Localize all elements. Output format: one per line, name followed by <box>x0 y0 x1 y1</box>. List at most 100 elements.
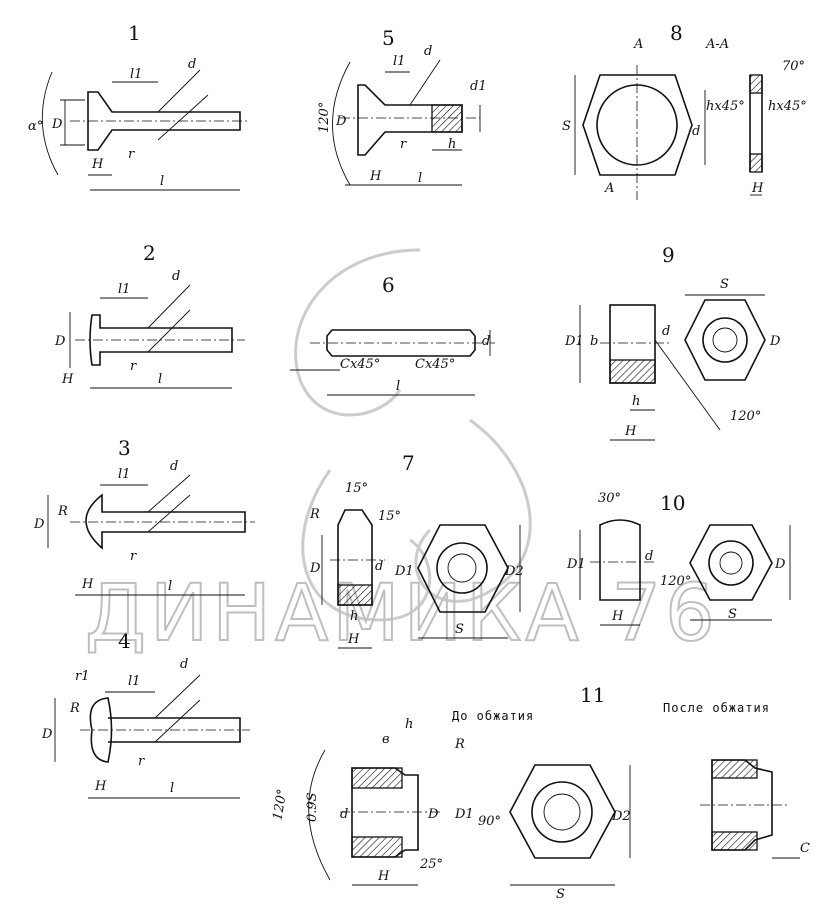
label: l <box>396 379 400 394</box>
label: r <box>128 147 135 162</box>
label: H <box>91 157 104 172</box>
label: l <box>418 171 422 186</box>
figure-number: 4 <box>118 629 131 653</box>
caption-after: После обжатия <box>663 701 770 715</box>
figure-7: 7 15° R 15° D d D1 h H D2 S <box>309 451 524 649</box>
watermark-text: ДИНАМИКА 76 <box>85 569 719 659</box>
figure-number: 11 <box>580 683 605 707</box>
label: D <box>54 334 66 349</box>
label: D2 <box>504 564 524 579</box>
label: Cx45° <box>415 357 455 372</box>
label: d1 <box>470 79 487 94</box>
label: H <box>751 181 764 196</box>
figure-number: 1 <box>128 21 141 45</box>
label: R <box>69 701 80 716</box>
label: d <box>424 44 432 59</box>
label: hx45° <box>706 99 745 114</box>
label: α° <box>28 119 43 134</box>
label: R <box>57 504 68 519</box>
label: l1 <box>393 54 405 69</box>
label: D <box>309 561 321 576</box>
figure-4: 4 r1 l1 d R D H r l <box>41 629 250 799</box>
label: S <box>562 119 571 134</box>
label: A <box>604 181 614 196</box>
label: Cx45° <box>340 357 380 372</box>
label: A <box>633 37 643 52</box>
label: d <box>170 459 178 474</box>
label: 120° <box>270 788 290 821</box>
figure-6: 6 d Cx45° Cx45° l <box>290 273 495 396</box>
figure-11: 11 До обжатия После обжатия в h R 120° 0… <box>270 683 810 902</box>
label: H <box>347 632 360 647</box>
label: h <box>632 394 640 409</box>
label: h <box>448 137 456 152</box>
label: d <box>340 807 348 822</box>
figure-number: 6 <box>382 273 395 297</box>
figure-2: 2 l1 d D H r l <box>54 241 245 389</box>
label: 120° <box>730 409 761 424</box>
label: d <box>662 324 670 339</box>
label: d <box>188 57 196 72</box>
label: l <box>158 372 162 387</box>
label: D <box>774 557 786 572</box>
label: H <box>94 779 107 794</box>
figure-number: 8 <box>670 21 683 45</box>
figure-8: 8 A A-A 70° S hx45° hx45° d A H <box>562 21 807 200</box>
label: r <box>130 549 137 564</box>
caption-before: До обжатия <box>452 709 534 723</box>
label: D1 <box>454 807 474 822</box>
figure-number: 10 <box>660 491 685 515</box>
label: r1 <box>75 669 90 684</box>
label: H <box>624 424 637 439</box>
label: 120° <box>317 102 332 133</box>
label: l <box>160 174 164 189</box>
label: S <box>556 887 565 902</box>
label: d <box>692 124 700 139</box>
label: S <box>728 607 737 622</box>
label: H <box>369 169 382 184</box>
label: D <box>33 517 45 532</box>
figure-9: 9 S D1 b d D h H 120° <box>564 243 781 441</box>
watermark: ДИНАМИКА 76 <box>84 248 719 660</box>
label: r <box>138 754 145 769</box>
figure-number: 2 <box>143 241 156 265</box>
label: D <box>51 117 63 132</box>
label: C <box>800 841 810 856</box>
label: в <box>382 732 390 747</box>
label: d <box>482 334 490 349</box>
label: D <box>427 807 439 822</box>
label: D2 <box>611 809 631 824</box>
label: l1 <box>128 674 140 689</box>
label: H <box>61 372 74 387</box>
label: d <box>172 269 180 284</box>
label: R <box>454 737 465 752</box>
label: h <box>405 717 413 732</box>
label: l1 <box>118 282 130 297</box>
figure-5: 5 l1 d 120° D d1 H r l h <box>317 26 487 186</box>
label: b <box>590 334 598 349</box>
label: D1 <box>394 564 414 579</box>
label: D <box>41 727 53 742</box>
figure-number: 9 <box>662 243 675 267</box>
label: l <box>168 579 172 594</box>
label: H <box>81 577 94 592</box>
label: H <box>377 869 390 884</box>
label: D <box>769 334 781 349</box>
label: H <box>611 609 624 624</box>
label: 30° <box>598 491 621 506</box>
label: d <box>180 657 188 672</box>
label: l <box>170 781 174 796</box>
label: 0.9S <box>305 792 320 822</box>
figure-number: 5 <box>382 26 395 50</box>
label: S <box>720 277 729 292</box>
label: D <box>335 114 347 129</box>
label: r <box>130 359 137 374</box>
label: 90° <box>478 814 501 829</box>
label: 15° <box>345 481 368 496</box>
label: 70° <box>782 59 805 74</box>
figure-number: 7 <box>402 451 415 475</box>
label: 25° <box>419 857 443 872</box>
label: l1 <box>118 467 130 482</box>
label: D1 <box>566 557 586 572</box>
figure-1: 1 l1 d α° D H r l <box>28 21 250 191</box>
